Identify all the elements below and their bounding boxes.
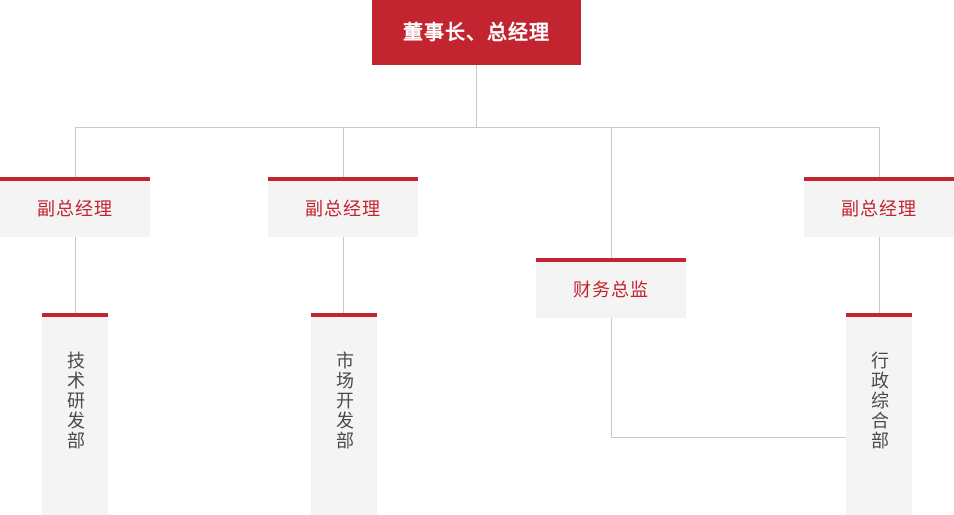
node-dept-market-development[interactable]: 市场开发部: [311, 313, 377, 515]
connector-bus-to-finance: [611, 127, 612, 258]
node-finance-director[interactable]: 财务总监: [536, 258, 686, 318]
node-finance-director-label: 财务总监: [573, 280, 649, 300]
node-deputy-general-manager-3[interactable]: 副总经理: [804, 177, 954, 237]
connector-finance-to-admin: [611, 437, 848, 438]
connector-bus-to-manager-1: [75, 127, 76, 177]
node-deputy-general-manager-1[interactable]: 副总经理: [0, 177, 150, 237]
connector-bus-to-manager-4: [879, 127, 880, 177]
node-dept-technology-rnd[interactable]: 技术研发部: [42, 313, 108, 515]
node-dept-administration[interactable]: 行政综合部: [846, 313, 912, 515]
node-dept-administration-label: 行政综合部: [869, 351, 889, 451]
node-deputy-general-manager-2[interactable]: 副总经理: [268, 177, 418, 237]
node-dept-market-development-label: 市场开发部: [334, 351, 354, 451]
node-deputy-general-manager-2-label: 副总经理: [305, 199, 381, 219]
connector-finance-drop: [611, 318, 612, 437]
connector-manager-2-to-dept-2: [343, 237, 344, 313]
node-chairman-general-manager[interactable]: 董事长、总经理: [372, 0, 581, 65]
connector-bus-to-manager-2: [343, 127, 344, 177]
node-deputy-general-manager-1-label: 副总经理: [37, 199, 113, 219]
node-dept-technology-rnd-label: 技术研发部: [65, 351, 85, 451]
connector-root-stem: [476, 65, 477, 127]
connector-manager-1-to-dept-1: [75, 237, 76, 313]
node-deputy-general-manager-3-label: 副总经理: [841, 199, 917, 219]
node-chairman-general-manager-label: 董事长、总经理: [403, 21, 550, 44]
connector-main-bus: [75, 127, 879, 128]
connector-manager-4-to-dept-3: [879, 237, 880, 313]
